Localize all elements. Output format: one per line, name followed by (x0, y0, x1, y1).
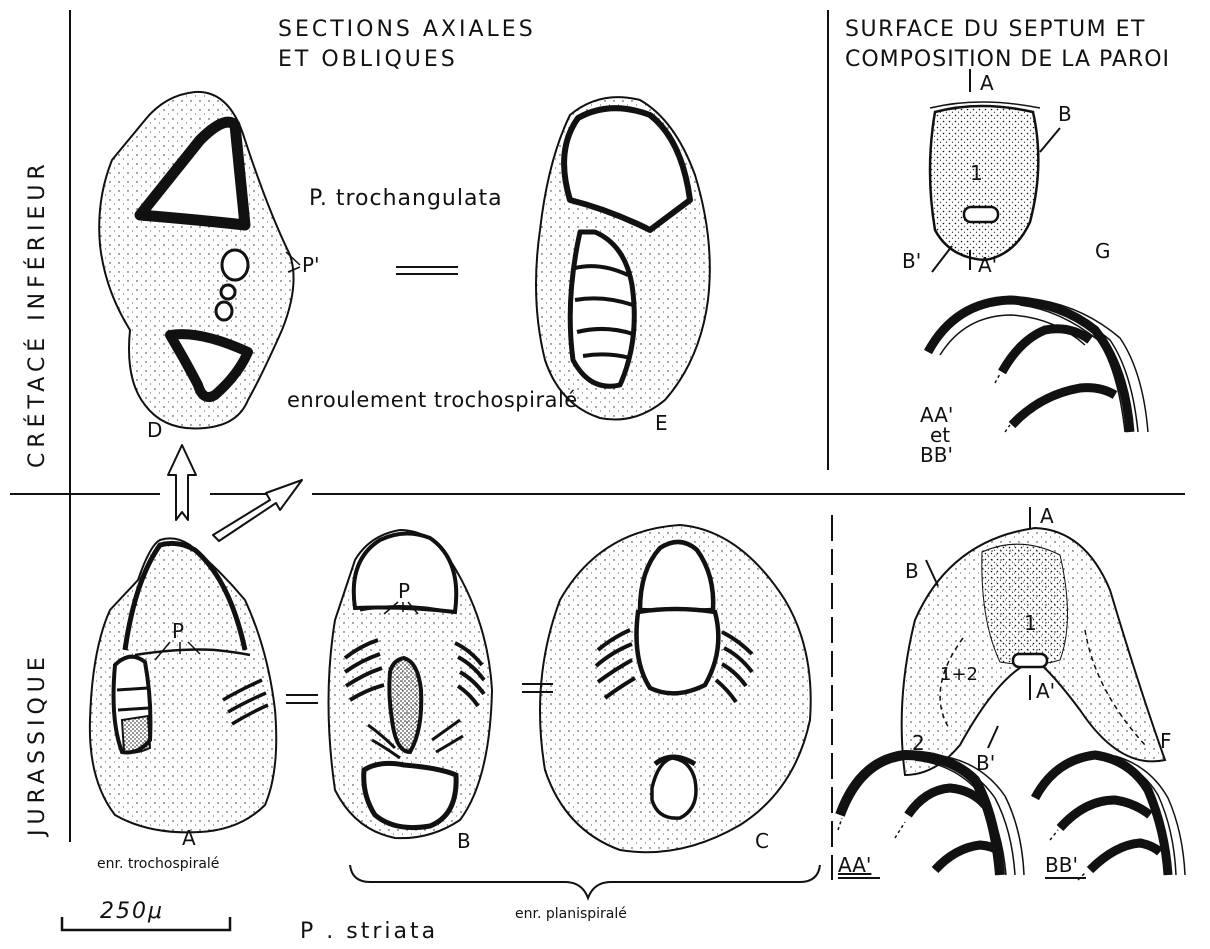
label-A-top-lower: A (1040, 504, 1054, 528)
layer-12-lower: 1+2 (940, 664, 978, 685)
specimen-B-lower-chamber (364, 763, 456, 827)
specimen-D-small-chamber-2 (221, 285, 235, 299)
figure-letter-C: C (755, 829, 769, 853)
figure-letter-B: B (457, 829, 471, 853)
coiling-lower-bc: enr. planispiralé (515, 906, 627, 922)
figure-letter-G: G (1095, 239, 1111, 263)
figure-letter-E: E (655, 411, 668, 435)
heading-axial-line1: SECTIONS AXIALES (278, 17, 536, 42)
heading-surface-line1: SURFACE DU SEPTUM ET (845, 17, 1146, 42)
figure-letter-D: D (147, 418, 162, 442)
label-A-prime-lower: A' (1036, 679, 1055, 703)
label-B-prime-upper: B' (902, 249, 921, 273)
specimen-C-middle-chamber (637, 609, 719, 693)
specimen-B (329, 530, 493, 838)
specimen-D (99, 92, 293, 429)
equivalence-sign-lower-1 (286, 695, 318, 703)
coiling-upper: enroulement trochospiralé (287, 388, 578, 412)
section-label-BB-upper: BB' (920, 443, 953, 467)
label-A-top-upper: A (980, 71, 994, 95)
layer-1-upper: 1 (970, 161, 983, 185)
figure-letter-F: F (1160, 729, 1172, 753)
wall-section-upper (928, 300, 1148, 432)
arrow-to-E (213, 480, 302, 541)
label-B-top-lower: B (905, 559, 919, 583)
specimen-D-small-chamber-3 (216, 302, 232, 320)
scale-bar-label: 250μ (100, 899, 164, 924)
species-upper: P. trochangulata (309, 186, 503, 211)
figure-letter-A: A (182, 826, 196, 850)
section-label-AA-lower: AA' (838, 853, 871, 877)
septum-surface-G (930, 69, 1060, 272)
specimen-D-small-chamber-1 (222, 250, 248, 280)
label-A-prime-upper: A' (978, 253, 997, 277)
heading-surface-line2: COMPOSITION DE LA PAROI (845, 47, 1170, 72)
arrow-to-D (168, 445, 196, 520)
coiling-lower-a: enr. trochospiralé (97, 856, 219, 872)
equivalence-sign-upper (396, 267, 458, 274)
label-B-prime-lower: B' (976, 751, 995, 775)
species-lower: P . striata (300, 919, 438, 944)
heading-axial-line2: ET OBLIQUES (278, 47, 458, 72)
specimen-C (540, 525, 811, 852)
row-label-upper: CRÉTACÉ INFÉRIEUR (24, 159, 50, 468)
septum-surface-F (902, 507, 1165, 775)
label-B-top-upper: B (1058, 102, 1072, 126)
pore-label-B: P (398, 579, 410, 603)
pore-label-A: P (172, 619, 184, 643)
brace-B-C (350, 865, 820, 898)
pore-label-upper: P' (302, 253, 320, 277)
layer-1-lower: 1 (1024, 611, 1037, 635)
row-label-lower: JURASSIQUE (25, 652, 50, 838)
specimen-C-lower-chamber (652, 758, 696, 818)
specimen-B-central-chamber (389, 658, 421, 752)
specimen-A (90, 538, 276, 832)
specimen-E (536, 97, 710, 419)
section-label-BB-lower: BB' (1045, 853, 1078, 877)
